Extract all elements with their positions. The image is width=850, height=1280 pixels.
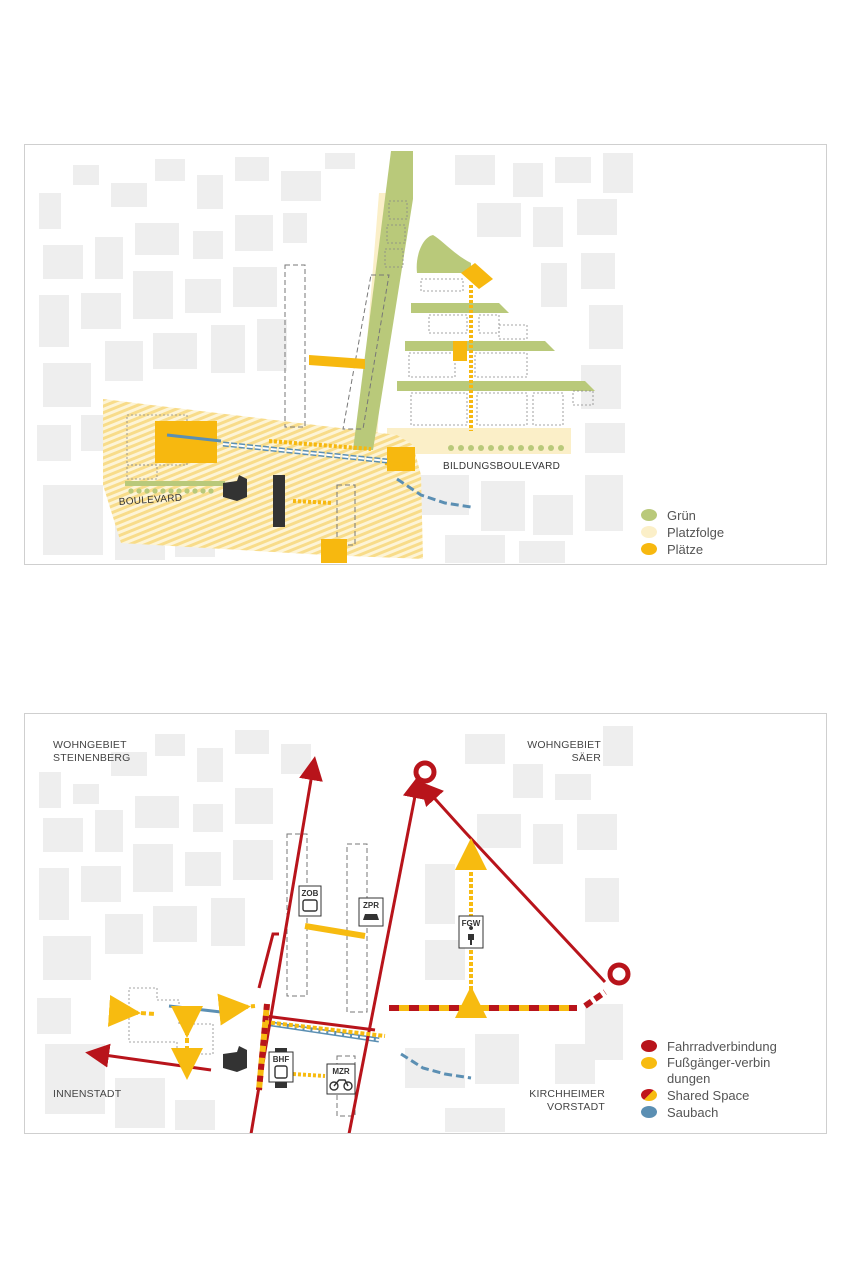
car-icon xyxy=(363,914,379,920)
map-panel-green-squares: BILDUNGSBOULEVARD BOULEVARD Grün Platzfo… xyxy=(24,144,827,565)
legend-swatch xyxy=(641,509,657,521)
legend-label: Saubach xyxy=(667,1105,719,1120)
icon-label-mzr: MZR xyxy=(332,1067,350,1076)
legend-item-platzfolge: Platzfolge xyxy=(641,524,724,541)
icon-mzr: MZR xyxy=(326,1063,356,1095)
area-label-sw: INNENSTADT xyxy=(53,1088,121,1101)
saubach-stream xyxy=(166,433,472,509)
saubach-stream xyxy=(168,1004,472,1080)
area-line: STEINENBERG xyxy=(53,752,131,764)
icon-zpr: ZPR xyxy=(358,897,384,927)
icon-label-zpr: ZPR xyxy=(363,901,379,910)
legend-map-1: Grün Platzfolge Plätze xyxy=(641,507,724,558)
bicycle-icon xyxy=(329,1079,353,1091)
map-panel-connections: ZOB ZPR FGW BHF MZR WOHNGEBIET xyxy=(24,713,827,1134)
map-drawing-2: ZOB ZPR FGW BHF MZR xyxy=(37,726,633,1133)
area-line: WOHNGEBIET xyxy=(53,739,127,751)
green-terraces xyxy=(125,235,595,486)
legend-item-saubach: Saubach xyxy=(641,1104,817,1121)
ring-markers xyxy=(413,760,631,986)
legend-swatch xyxy=(641,526,657,538)
legend-label: Grün xyxy=(667,508,696,523)
legend-label: Platzfolge xyxy=(667,525,725,540)
legend-item-gruen: Grün xyxy=(641,507,724,524)
label-bildungsboulevard: BILDUNGSBOULEVARD xyxy=(443,461,560,472)
icon-label-bhf: BHF xyxy=(273,1055,290,1064)
legend-item-plaetze: Plätze xyxy=(641,541,724,558)
area-line: SÄER xyxy=(571,752,601,764)
legend-item-fussgaenger: Fußgänger-verbindungen xyxy=(641,1055,817,1087)
orange-dotted-path xyxy=(268,285,473,505)
orange-dashed-lines xyxy=(384,461,406,467)
legend-swatch xyxy=(641,1057,657,1069)
existing-building-outlines xyxy=(126,200,594,480)
bus-icon xyxy=(302,899,318,912)
legend-label: Plätze xyxy=(667,542,704,557)
legend-swatch xyxy=(641,1040,657,1052)
legend-label: Shared Space xyxy=(667,1088,750,1103)
label-boulevard: BOULEVARD xyxy=(118,493,182,508)
plaetze-squares xyxy=(155,263,493,563)
station-buildings xyxy=(223,475,285,527)
icon-label-zob: ZOB xyxy=(302,889,319,898)
legend-swatch xyxy=(641,543,657,555)
map-drawing-1: BILDUNGSBOULEVARD BOULEVARD xyxy=(37,151,633,563)
legend-map-2: Fahrradverbindung Fußgänger-verbindungen… xyxy=(641,1038,817,1121)
icon-fgw: FGW xyxy=(458,915,484,949)
train-icon xyxy=(274,1065,288,1079)
tree-row-bildungsboulevard xyxy=(448,445,564,451)
area-line: KIRCHHEIMER xyxy=(529,1088,605,1100)
background-buildings xyxy=(37,153,633,563)
legend-label: Fußgänger-verbindungen xyxy=(667,1055,771,1086)
planned-building-outlines xyxy=(284,264,390,546)
area-line: VORSTADT xyxy=(547,1101,605,1113)
tree-row-boulevard xyxy=(128,488,214,494)
area-label-nw: WOHNGEBIET STEINENBERG xyxy=(53,739,130,765)
existing-building-outlines xyxy=(128,987,214,1055)
area-label-ne: WOHNGEBIET SÄER xyxy=(515,739,601,765)
legend-swatch xyxy=(641,1106,657,1118)
area-line: INNENSTADT xyxy=(53,1088,122,1100)
legend-item-fahrrad: Fahrradverbindung xyxy=(641,1038,817,1055)
legend-swatch xyxy=(641,1089,657,1101)
legend-item-shared-space: Shared Space xyxy=(641,1087,817,1104)
green-spine xyxy=(353,151,413,450)
icon-zob: ZOB xyxy=(298,885,322,917)
icon-bhf: BHF xyxy=(268,1051,294,1083)
pedestrian-icon xyxy=(468,926,474,945)
area-label-se: KIRCHHEIMER VORSTADT xyxy=(515,1088,605,1114)
icon-label-fgw: FGW xyxy=(462,919,481,928)
legend-label: Fahrradverbindung xyxy=(667,1039,777,1054)
area-line: WOHNGEBIET xyxy=(527,739,601,751)
fahrrad-connections xyxy=(85,756,607,1133)
